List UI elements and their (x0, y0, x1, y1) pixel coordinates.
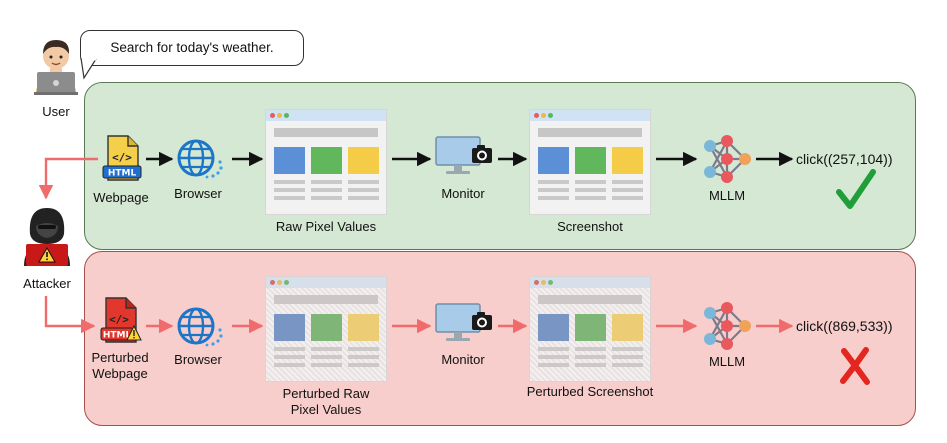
raw-pixel-window (266, 110, 386, 214)
arrow-attacker-perturbed-webpage (44, 296, 96, 334)
browser-label-bottom: Browser (174, 352, 222, 367)
html-tag-text: HTML (108, 169, 137, 179)
webpage-label: Webpage (93, 190, 149, 205)
screenshot-label: Screenshot (557, 219, 623, 234)
screenshot-window (530, 110, 650, 214)
perturbed-webpage-label-2: Webpage (92, 366, 148, 381)
arrow-webpage-attacker (38, 157, 98, 200)
output-action-text: click((257,104)) (796, 151, 893, 167)
perturbed-screenshot-label: Perturbed Screenshot (526, 384, 654, 399)
perturbed-raw-label-2: Pixel Values (290, 402, 362, 417)
neural-network-icon (704, 135, 751, 183)
code-glyph: </> (112, 151, 132, 164)
html-tag-text: HTML (103, 331, 132, 341)
mllm-label-bottom: MLLM (708, 354, 746, 369)
browser-globe-icon (177, 139, 223, 179)
speech-bubble: Search for today's weather. (80, 30, 304, 66)
monitor-label-bottom: Monitor (441, 352, 485, 367)
speech-bubble-tail (80, 58, 97, 80)
mllm-label: MLLM (708, 188, 746, 203)
browser-label: Browser (174, 186, 222, 201)
user-icon (34, 40, 78, 95)
neural-network-icon (704, 302, 751, 350)
perturbed-raw-label-1: Perturbed Raw (282, 386, 370, 401)
monitor-icon (435, 303, 492, 341)
perturbed-output-action-text: click((869,533)) (796, 318, 893, 334)
perturbed-raw-pixel-window (266, 277, 386, 381)
attacked-pipeline-panel (84, 251, 916, 426)
perturbed-screenshot-window (530, 277, 650, 381)
code-glyph: </> (109, 313, 129, 326)
perturbed-html-file-icon: </> HTML (100, 297, 142, 343)
benign-pipeline-panel (84, 82, 916, 250)
raw-pixel-label: Raw Pixel Values (275, 219, 377, 234)
user-label: User (42, 104, 70, 119)
monitor-label: Monitor (441, 186, 485, 201)
check-icon (836, 169, 876, 209)
attacker-label: Attacker (23, 276, 71, 291)
browser-globe-icon (177, 307, 223, 347)
monitor-icon (435, 136, 492, 174)
html-file-icon: </> HTML (102, 135, 142, 181)
cross-icon (840, 347, 870, 385)
perturbed-webpage-label-1: Perturbed (91, 350, 149, 365)
hacker-icon (24, 208, 70, 266)
